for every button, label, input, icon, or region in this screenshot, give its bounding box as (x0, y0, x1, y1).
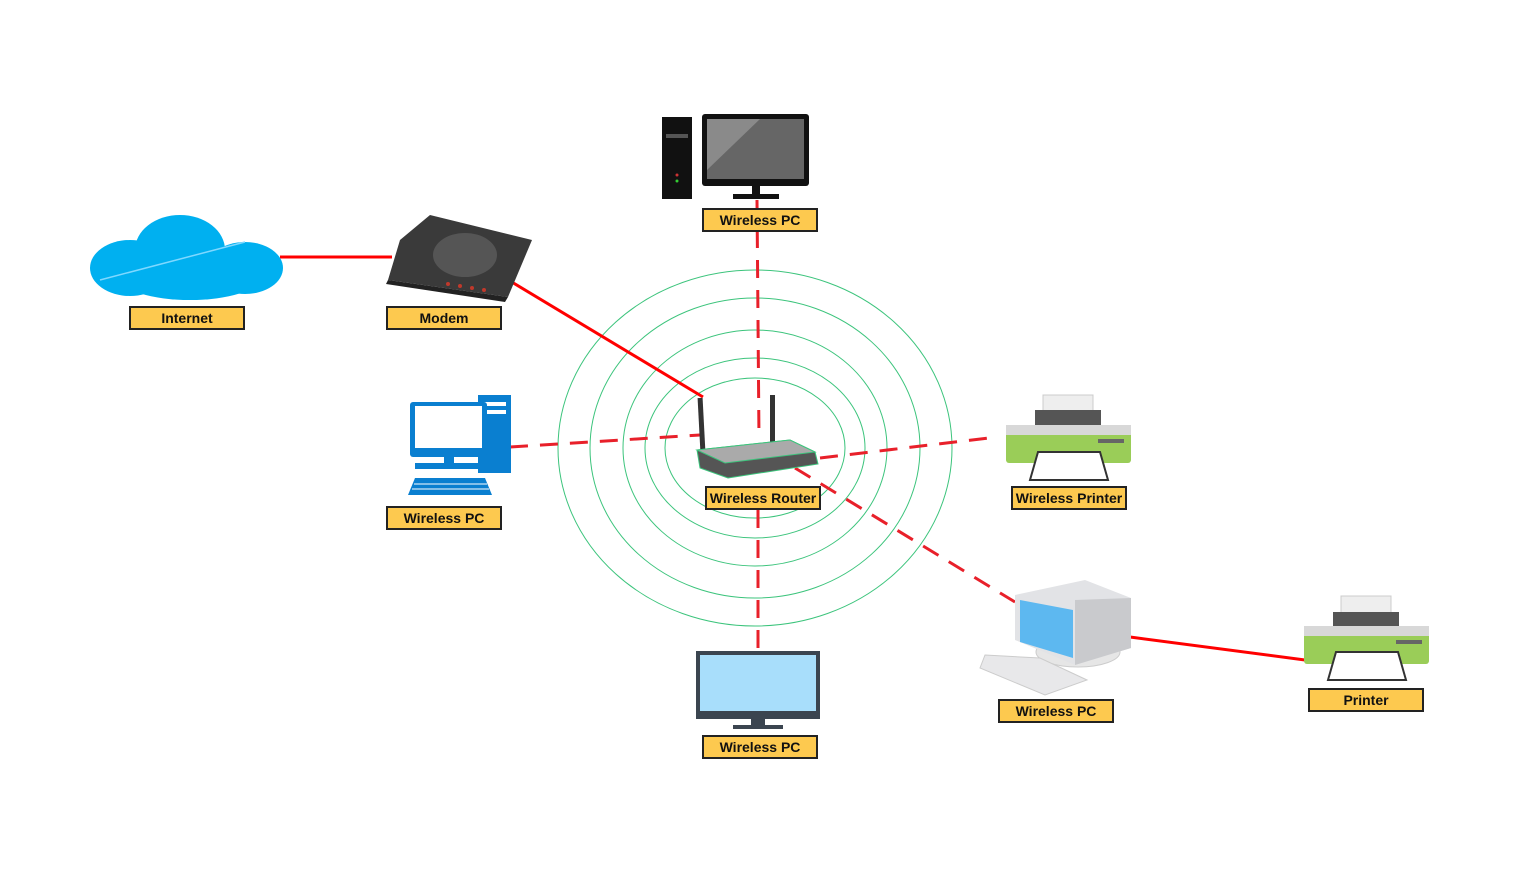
wireless-pc-left-label: Wireless PC (386, 506, 502, 530)
crt-pc-icon (979, 580, 1131, 696)
wireless-link-left-pc (509, 433, 701, 449)
printer-icon (1006, 394, 1131, 481)
router-icon (695, 395, 819, 479)
modem-label: Modem (386, 306, 502, 330)
internet-label: Internet (129, 306, 245, 330)
cloud-icon (90, 215, 283, 300)
desktop-pc-icon (408, 395, 511, 495)
wireless-pc-right-label: Wireless PC (998, 699, 1114, 723)
wireless-pc-top-label: Wireless PC (702, 208, 818, 232)
signal-rings (557, 269, 953, 627)
wireless-pc-bottom-label: Wireless PC (702, 735, 818, 759)
wireless-link-right-pc (794, 466, 1016, 604)
monitor-icon (696, 651, 820, 729)
desktop-tower-icon (662, 114, 809, 199)
wired-link-modem-router (504, 276, 704, 399)
wireless-link-top-pc (755, 199, 761, 441)
wired-link-pc-printer (1129, 635, 1306, 662)
printer-label: Printer (1308, 688, 1424, 712)
wireless-router-label: Wireless Router (705, 486, 821, 510)
printer-icon (1304, 595, 1429, 681)
wireless-link-printer (819, 435, 998, 460)
wireless-printer-label: Wireless Printer (1011, 486, 1127, 510)
modem-icon (386, 215, 532, 302)
